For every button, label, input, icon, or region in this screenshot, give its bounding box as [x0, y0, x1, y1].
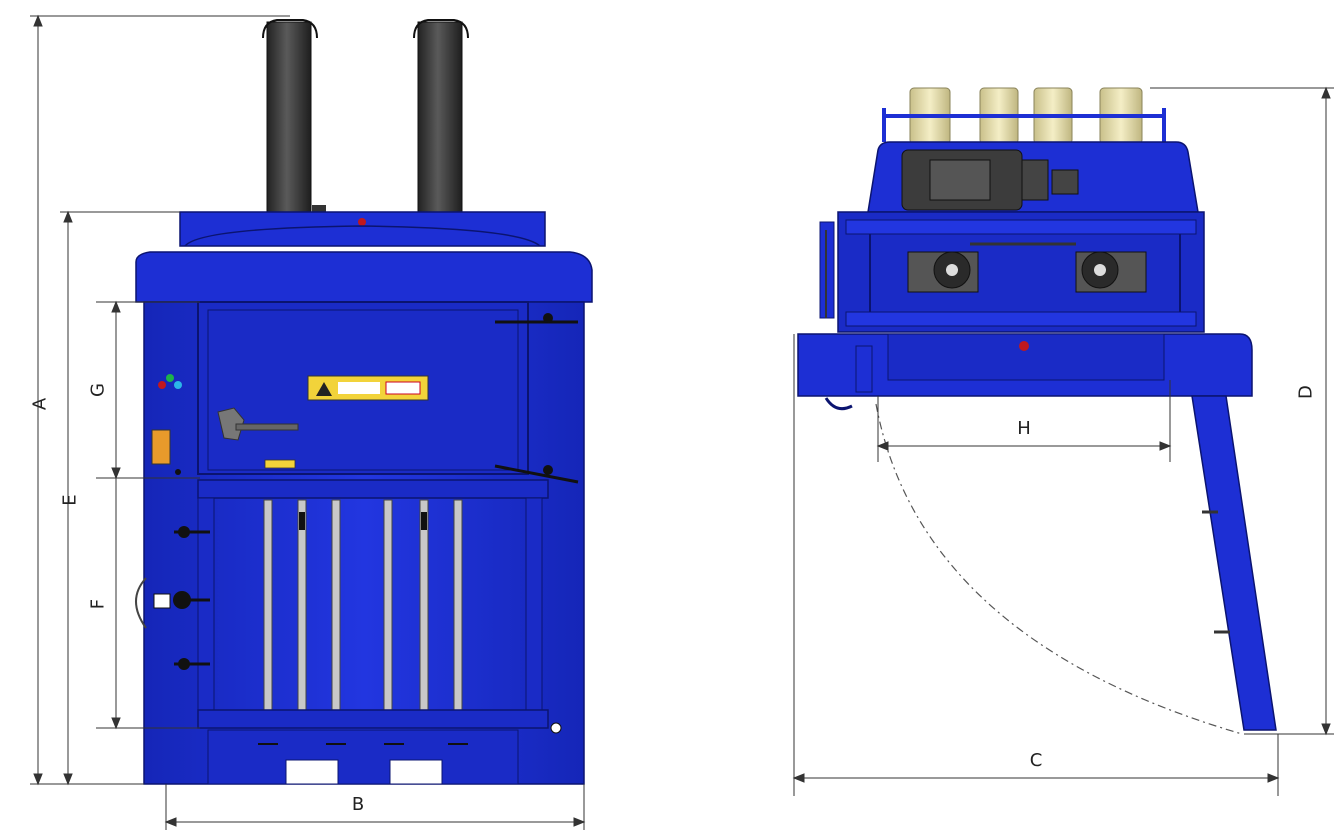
- dim-label-b: B: [352, 794, 364, 815]
- dim-label-f: F: [88, 599, 109, 609]
- forklift-pocket-right: [389, 759, 443, 785]
- bottom-bar: [197, 709, 549, 729]
- upper-housing: [135, 251, 593, 303]
- front-view: [135, 19, 593, 785]
- side-dimensions: [792, 86, 1334, 796]
- dim-label-c: C: [1030, 750, 1043, 771]
- crossbar: [197, 479, 549, 499]
- dim-label-g: G: [88, 383, 109, 397]
- hydraulic-cylinders: [262, 19, 469, 213]
- door-handle: [217, 407, 299, 441]
- dim-label-h: H: [1017, 418, 1031, 439]
- pulleys: [907, 242, 1147, 293]
- door-hinges: [494, 313, 579, 484]
- dim-label-d: D: [1296, 385, 1317, 399]
- front-dimensions: [30, 14, 586, 830]
- door-swing-arc: [875, 403, 1243, 735]
- side-fittings: [819, 221, 873, 411]
- warning-label: [307, 375, 429, 401]
- top-cap: [179, 211, 546, 247]
- dim-label-e: E: [60, 494, 81, 505]
- indicator-light: [358, 218, 366, 226]
- open-door: [1191, 395, 1277, 731]
- bale-rolls: [882, 87, 1166, 145]
- dim-label-a: A: [30, 397, 51, 410]
- base: [207, 729, 519, 785]
- small-label: [264, 459, 296, 469]
- side-latches: [135, 526, 210, 670]
- side-view: [797, 87, 1277, 735]
- control-panel: [151, 374, 182, 475]
- motor: [901, 149, 1079, 211]
- forklift-pocket-left: [285, 759, 339, 785]
